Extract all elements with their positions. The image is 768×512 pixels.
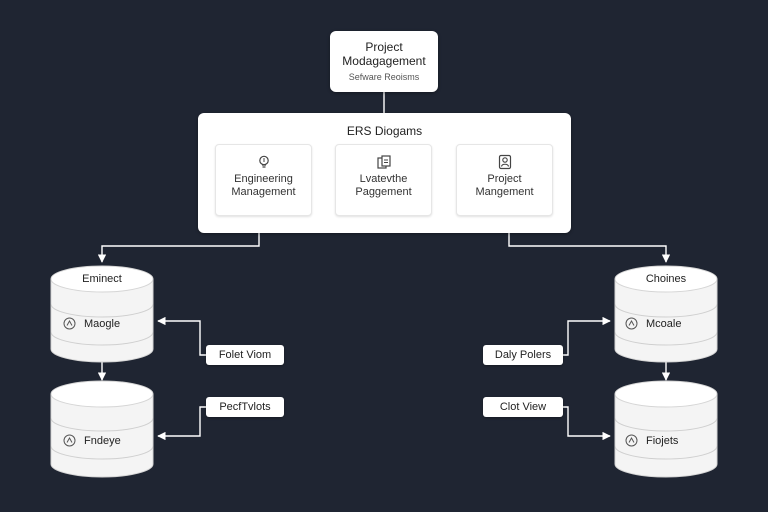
database-right-1	[614, 265, 718, 363]
gear-icon	[625, 317, 638, 330]
root-title-line2: Modagagement	[342, 54, 426, 68]
left-db2-row-label: Fndeye	[84, 434, 121, 447]
database-left-1	[50, 265, 154, 363]
root-node[interactable]: Project Modagagement Sefware Reoisms	[330, 31, 438, 92]
left-db1-row: Maogle	[63, 317, 120, 330]
connector-group-left	[97, 233, 260, 263]
connector-left-label1	[157, 316, 206, 356]
connector-right-label1	[563, 316, 611, 356]
database-left-2	[50, 380, 154, 478]
connector-left-label2	[157, 406, 206, 441]
database-right-2	[614, 380, 718, 478]
gear-icon	[625, 434, 638, 447]
group-item-engineering[interactable]: Engineering Management	[215, 144, 312, 216]
left-db1-row-label: Maogle	[84, 317, 121, 330]
gear-icon	[63, 434, 76, 447]
group-title: ERS Diogams	[346, 124, 423, 138]
document-stack-icon	[376, 155, 391, 169]
right-db1-title: Choines	[645, 273, 687, 285]
root-subtitle: Sefware Reoisms	[348, 72, 420, 82]
group-item-project[interactable]: Project Mangement	[456, 144, 553, 216]
left-label-1[interactable]: Folet Viom	[206, 345, 284, 365]
group-item-project-line2: Mangement	[475, 186, 534, 198]
left-db1-title: Eminect	[82, 273, 122, 285]
right-db2-row-label: Fiojets	[646, 434, 679, 447]
group-item-engineering-line2: Management	[231, 186, 296, 198]
connector-group-right	[508, 233, 671, 263]
gear-icon	[63, 317, 76, 330]
right-db1-row-label: Mcoale	[646, 317, 682, 330]
right-label-1[interactable]: Daly Polers	[483, 345, 563, 365]
left-db2-row: Fndeye	[63, 434, 121, 447]
connector-right-label2	[563, 406, 611, 441]
left-label-2[interactable]: PecfTvlots	[206, 397, 284, 417]
group-item-lvatevthe-line1: Lvatevthe	[359, 173, 408, 185]
group-item-engineering-line1: Engineering	[234, 173, 293, 185]
right-db1-row: Mcoale	[625, 317, 681, 330]
group-item-project-line1: Project	[487, 173, 522, 185]
group-node[interactable]: ERS Diogams Engineering Management Lvate…	[198, 113, 571, 233]
right-label-2[interactable]: Clot View	[483, 397, 563, 417]
lightbulb-icon	[258, 155, 269, 168]
right-db2-row: Fiojets	[625, 434, 678, 447]
person-icon	[498, 154, 511, 170]
group-item-lvatevthe-line2: Paggement	[355, 186, 412, 198]
root-title-line1: Project	[365, 40, 403, 54]
group-item-lvatevthe[interactable]: Lvatevthe Paggement	[335, 144, 432, 216]
